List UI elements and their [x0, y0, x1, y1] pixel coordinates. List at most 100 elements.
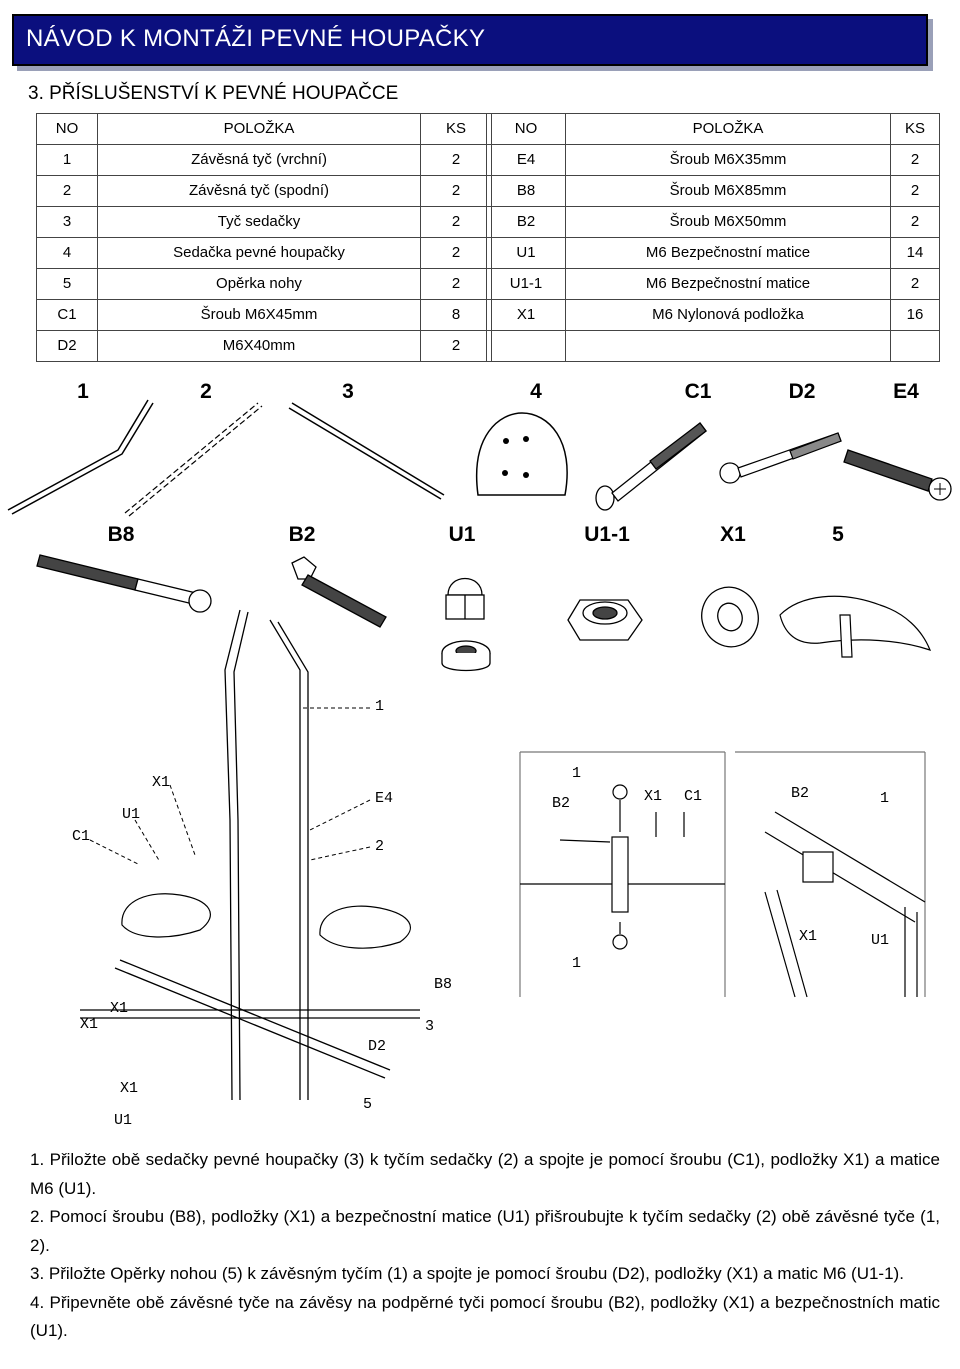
nut-u1-1-drawing — [567, 599, 643, 641]
cell-item — [565, 330, 891, 362]
cell-no: B8 — [486, 175, 566, 207]
diagram-label: B8 — [434, 976, 452, 993]
washer-x1-drawing — [701, 586, 759, 648]
diagram-label: 3 — [425, 1018, 434, 1035]
cell-qty: 2 — [420, 330, 492, 362]
footrest-drawing — [779, 595, 932, 658]
parts-drawings-row1 — [7, 399, 952, 517]
cell-item: Sedačka pevné houpačky — [97, 237, 421, 269]
header-qty: KS — [890, 113, 940, 145]
cell-qty: 2 — [890, 144, 940, 176]
cell-item: Opěrka nohy — [97, 268, 421, 300]
diagram-label: X1 — [110, 1000, 128, 1017]
instructions: 1. Přiložte obě sedačky pevné houpačky (… — [30, 1146, 940, 1346]
leader-lines — [89, 707, 371, 866]
header-no: NO — [486, 113, 566, 145]
seat-drawing-left — [121, 893, 411, 949]
header-item: POLOŽKA — [565, 113, 891, 145]
diagram-label: U1 — [122, 806, 140, 823]
assembly-detail-center: 1 B2 X1 C1 1 — [519, 751, 726, 997]
cell-item: M6 Nylonová podložka — [565, 299, 891, 331]
instruction-step-1: 1. Přiložte obě sedačky pevné houpačky (… — [30, 1150, 940, 1198]
part-label-4: 4 — [530, 380, 542, 403]
diagram-label: 1 — [375, 698, 384, 715]
part-label-3: 3 — [342, 380, 354, 403]
assembly-detail-right: B2 1 X1 U1 — [735, 751, 926, 998]
cell-item: Závěsná tyč (vrchní) — [97, 144, 421, 176]
detail-bracket — [611, 836, 629, 913]
cell-qty: 14 — [890, 237, 940, 269]
cell-qty: 2 — [420, 206, 492, 238]
cell-no: U1 — [486, 237, 566, 269]
document-title: NÁVOD K MONTÁŽI PEVNÉ HOUPAČKY — [26, 25, 486, 52]
cell-qty: 2 — [420, 175, 492, 207]
part-label-d2: D2 — [788, 380, 816, 403]
cell-no: 5 — [36, 268, 98, 300]
header-no: NO — [36, 113, 98, 145]
cell-no: U1-1 — [486, 268, 566, 300]
cell-no: D2 — [36, 330, 98, 362]
part-label-c1: C1 — [684, 380, 712, 403]
part-label-2: 2 — [200, 380, 212, 403]
diagram-label: D2 — [368, 1038, 386, 1055]
diagram-label: E4 — [375, 790, 393, 807]
cell-no: B2 — [486, 206, 566, 238]
diagram-label: C1 — [72, 828, 90, 845]
header-qty: KS — [420, 113, 492, 145]
cell-qty: 2 — [420, 144, 492, 176]
diagram-label: X1 — [644, 788, 662, 805]
diagram-label: 1 — [880, 790, 889, 807]
part-label-b8: B8 — [107, 523, 135, 546]
part-label-5: 5 — [832, 523, 844, 546]
hanging-bar-top-drawing — [7, 399, 154, 515]
cell-item: Závěsná tyč (spodní) — [97, 175, 421, 207]
bolt-d2-drawing — [719, 432, 842, 484]
part-label-x1: X1 — [720, 523, 746, 546]
swing-seat-drawing — [475, 412, 568, 496]
bolt-b8-drawing — [36, 554, 212, 613]
bolt-e4-drawing — [843, 449, 952, 501]
detail-bracket — [802, 851, 834, 883]
cell-no: 4 — [36, 237, 98, 269]
diagram-label: 2 — [375, 838, 384, 855]
part-label-u1-1: U1-1 — [584, 523, 630, 546]
hanging-bar-bottom-drawing — [124, 402, 263, 517]
diagram-label: 5 — [363, 1096, 372, 1113]
cell-qty: 2 — [890, 175, 940, 207]
cell-no: C1 — [36, 299, 98, 331]
part-label-e4: E4 — [893, 380, 919, 403]
bolt-b2-drawing — [291, 556, 387, 628]
diagram-label: X1 — [152, 774, 170, 791]
instruction-step-2: 2. Pomocí šroubu (B8), podložky (X1) a b… — [30, 1207, 940, 1255]
diagram-label: U1 — [871, 932, 889, 949]
cell-qty: 2 — [420, 237, 492, 269]
diagram-label: X1 — [799, 928, 817, 945]
cell-item: Šroub M6X50mm — [565, 206, 891, 238]
cell-qty: 2 — [890, 206, 940, 238]
seat-bar-drawing — [288, 402, 445, 500]
cell-no: 3 — [36, 206, 98, 238]
cell-qty: 2 — [420, 268, 492, 300]
detail-beam — [764, 811, 926, 923]
cell-qty: 16 — [890, 299, 940, 331]
diagram-label: B2 — [552, 795, 570, 812]
cell-no: E4 — [486, 144, 566, 176]
part-label-b2: B2 — [288, 523, 316, 546]
table-row — [486, 330, 940, 362]
diagram-label: 1 — [572, 765, 581, 782]
nut-u1-drawing — [441, 578, 491, 672]
instruction-step-3: 3. Přiložte Opěrky nohou (5) k závěsným … — [30, 1264, 904, 1283]
